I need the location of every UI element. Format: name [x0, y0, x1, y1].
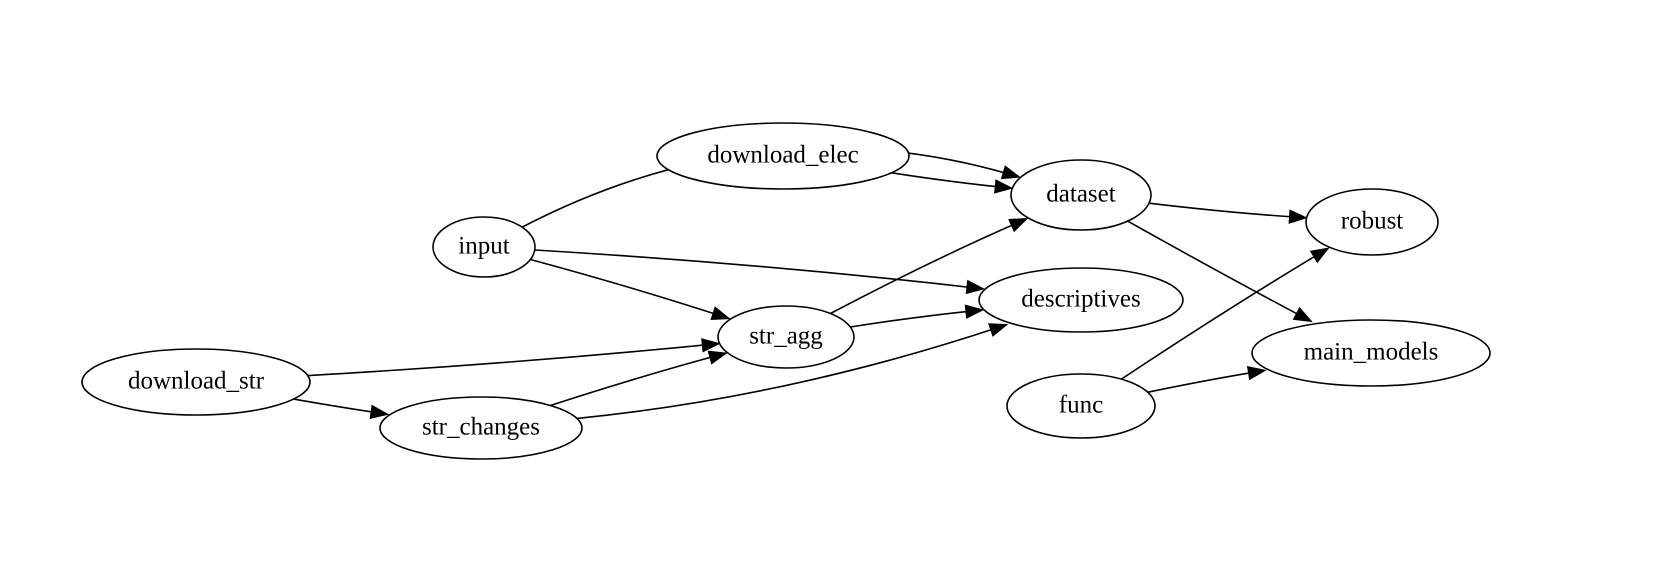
edge-line — [830, 221, 1020, 315]
edge-func-to-robust — [1120, 247, 1330, 380]
edge-line — [530, 258, 721, 317]
node-ellipse[interactable] — [717, 305, 855, 369]
node-download_elec[interactable]: download_elec — [656, 122, 910, 190]
edge-line — [550, 354, 718, 407]
node-robust[interactable]: robust — [1305, 188, 1439, 256]
edge-arrowhead-icon — [965, 279, 986, 295]
edge-str_changes-to-descriptives — [576, 323, 1009, 420]
edge-input-to-descriptives — [534, 249, 986, 295]
edge-func-to-main_models — [1147, 366, 1267, 393]
edge-arrowhead-icon — [1246, 366, 1267, 381]
edge-line — [534, 249, 975, 289]
node-ellipse[interactable] — [1006, 373, 1156, 439]
edge-line — [891, 172, 1004, 189]
edge-arrowhead-icon — [1288, 209, 1308, 224]
edge-line — [307, 343, 711, 377]
edge-download_str-to-str_changes — [293, 398, 390, 419]
node-ellipse[interactable] — [656, 122, 910, 190]
node-ellipse[interactable] — [379, 396, 583, 460]
node-ellipse[interactable] — [432, 216, 536, 278]
edge-arrowhead-icon — [994, 179, 1014, 194]
nodes-layer: download_str str_changes input str_agg downl… — [81, 122, 1491, 460]
node-str_agg[interactable]: str_agg — [717, 305, 855, 369]
edge-line — [1149, 202, 1298, 218]
node-main_models[interactable]: main_models — [1251, 319, 1491, 387]
edge-str_agg-to-descriptives — [850, 304, 985, 328]
edge-line — [1147, 371, 1257, 393]
edges-layer — [293, 147, 1330, 420]
node-download_str[interactable]: download_str — [81, 348, 311, 416]
node-ellipse[interactable] — [1251, 319, 1491, 387]
edge-str_changes-to-str_agg — [550, 350, 728, 407]
edge-input-to-str_agg — [530, 258, 731, 321]
node-func[interactable]: func — [1006, 373, 1156, 439]
node-dataset[interactable]: dataset — [1010, 159, 1152, 231]
edge-arrowhead-icon — [369, 404, 390, 419]
node-ellipse[interactable] — [1010, 159, 1152, 231]
edge-arrowhead-icon — [1008, 218, 1029, 233]
edge-arrowhead-icon — [701, 338, 721, 353]
node-ellipse[interactable] — [81, 348, 311, 416]
node-input[interactable]: input — [432, 216, 536, 278]
node-ellipse[interactable] — [978, 267, 1184, 333]
node-descriptives[interactable]: descriptives — [978, 267, 1184, 333]
edge-dataset-to-main_models — [1127, 220, 1313, 323]
edge-line — [1120, 252, 1322, 380]
edge-download_str-to-str_agg — [307, 338, 721, 377]
edge-line — [1127, 220, 1304, 319]
node-str_changes[interactable]: str_changes — [379, 396, 583, 460]
edge-dataset-to-robust — [1149, 202, 1308, 224]
edge-arrowhead-icon — [1309, 247, 1330, 264]
node-ellipse[interactable] — [1305, 188, 1439, 256]
edge-arrowhead-icon — [710, 306, 731, 321]
edge-arrowhead-icon — [988, 323, 1009, 337]
edge-str_agg-to-dataset — [830, 218, 1029, 315]
edge-line — [850, 310, 974, 328]
edge-download_elec-to-dataset — [891, 172, 1014, 194]
edge-arrowhead-icon — [964, 304, 985, 319]
edge-arrowhead-icon — [707, 350, 728, 365]
edge-line — [293, 398, 380, 414]
edge-arrowhead-icon — [1292, 306, 1313, 323]
edge-line — [576, 326, 999, 420]
edge-arrowhead-icon — [1000, 165, 1021, 180]
